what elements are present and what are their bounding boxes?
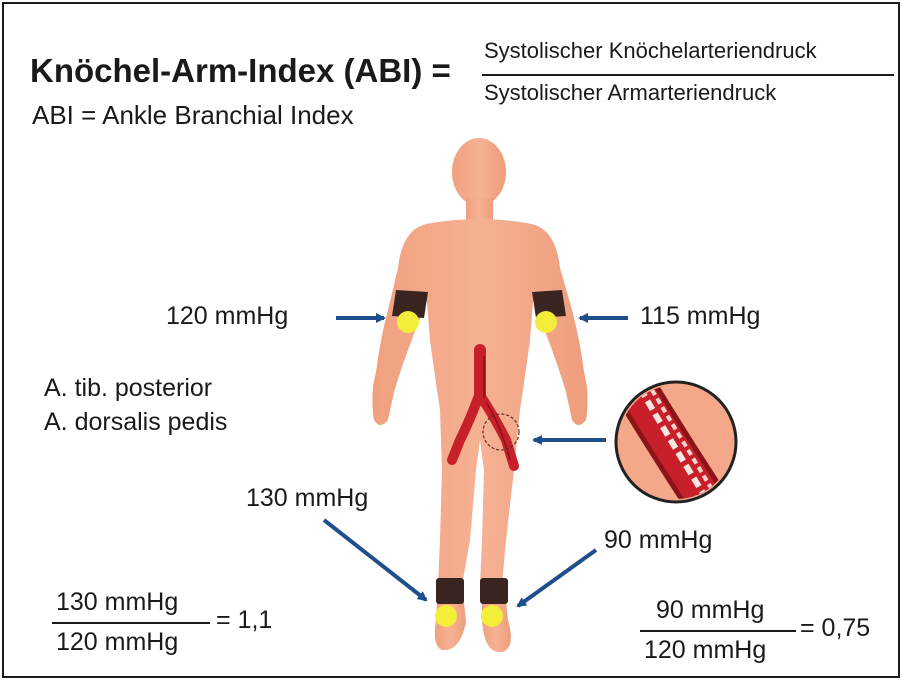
calc-right-numerator: 130 mmHg (56, 588, 178, 617)
right-arm-pressure: 120 mmHg (166, 302, 288, 331)
left-arm-pressure: 115 mmHg (640, 302, 760, 331)
calc-right-denominator: 120 mmHg (56, 628, 178, 657)
calc-left-result: = 0,75 (800, 614, 870, 643)
calc-left-denominator: 120 mmHg (644, 636, 766, 665)
magnified-artery (616, 380, 736, 510)
left-ankle-pressure: 90 mmHg (604, 526, 712, 555)
artery-label-dorsalis-pedis: A. dorsalis pedis (44, 408, 227, 437)
calc-right-result: = 1,1 (216, 606, 272, 635)
artery-label-tib-posterior: A. tib. posterior (44, 374, 212, 403)
right-ankle-pressure: 130 mmHg (246, 484, 368, 513)
calc-left-fraction-line (640, 630, 796, 632)
calc-left-numerator: 90 mmHg (656, 596, 764, 625)
calc-right-fraction-line (52, 622, 210, 624)
